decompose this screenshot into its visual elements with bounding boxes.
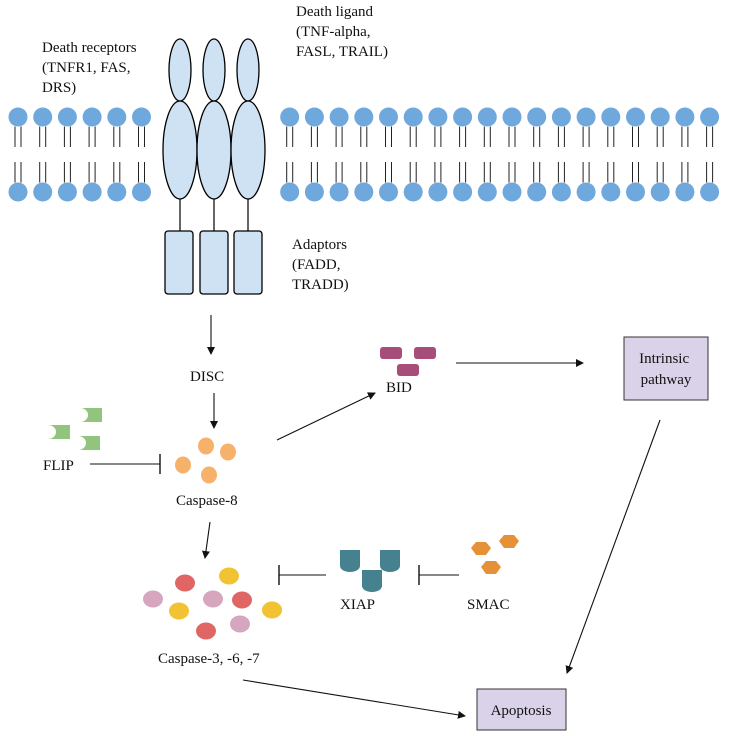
lipid-head [8,182,28,202]
death-receptor-trimer [162,38,266,295]
lipid-head [428,107,448,127]
lipid-head [304,182,324,202]
lipid-head [700,182,720,202]
lipid-head [329,107,349,127]
lipid-head [107,107,127,127]
lipid-head [453,107,473,127]
lipid-head [626,107,645,127]
lipid-head [304,107,324,127]
adaptors-label: Adaptors (FADD, TRADD) [292,237,351,293]
caspase-8-label: Caspase-8 [176,493,238,509]
lipid-head [650,182,670,202]
arrow-intrinsic-to-apoptosis [565,419,661,674]
xiap-protein-icon [340,550,400,592]
lipid-head [527,107,547,127]
lipid-head [82,182,102,202]
bid-label: BID [386,380,412,396]
arrow-caspase8-to-caspase367 [202,521,211,559]
lipid-head [132,182,151,202]
lipid-head [576,107,596,127]
lipid-head [477,107,497,127]
death-receptor-3 [230,38,266,295]
lipid-head [502,107,522,127]
lipid-head [33,107,53,127]
lipid-head [527,182,547,202]
lipid-head [280,107,300,127]
disc-label: DISC [190,369,224,385]
lipid-head [354,182,374,202]
intrinsic-pathway-label: Intrinsic pathway [639,351,693,388]
death-receptor-1 [162,38,198,295]
arrow-caspase8-to-bid [276,392,376,441]
flip-protein-icon [48,408,102,450]
lipid-head [551,107,571,127]
lipid-head [57,182,77,202]
lipid-head [551,182,571,202]
apoptosis-label: Apoptosis [491,703,552,719]
lipid-head [403,182,423,202]
lipid-head [354,107,374,127]
death-ligand-label: Death ligand (TNF-alpha, FASL, TRAIL) [296,4,388,60]
cell-membrane-bilayer [8,107,720,202]
smac-label: SMAC [467,597,510,613]
lipid-head [379,182,398,202]
lipid-head [403,107,423,127]
lipid-head [329,182,349,202]
lipid-head [107,182,127,202]
lipid-head [502,182,522,202]
lipid-head [675,182,695,202]
xiap-label: XIAP [340,597,375,613]
lipid-head [379,107,398,127]
inhibition-smac-to-xiap [418,565,459,585]
lipid-head [675,107,695,127]
caspase-3-6-7-label: Caspase-3, -6, -7 [158,651,260,667]
lipid-head [132,107,151,127]
lipid-head [650,107,670,127]
death-receptors-label: Death receptors (TNFR1, FAS, DRS) [42,40,140,96]
lipid-head [477,182,497,202]
caspase-3-6-7-icon [143,567,282,640]
lipid-head [626,182,645,202]
intrinsic-pathway-box: Intrinsic pathway [623,336,709,401]
apoptosis-box: Apoptosis [476,688,567,731]
smac-protein-icon [471,535,519,574]
lipid-head [33,182,53,202]
lipid-head [82,107,102,127]
lipid-head [601,107,621,127]
lipid-head [700,107,720,127]
lipid-head [280,182,300,202]
lipid-head [428,182,448,202]
lipid-head [453,182,473,202]
flip-label: FLIP [43,458,74,474]
lipid-head [57,107,77,127]
lipid-head [576,182,596,202]
lipid-head [601,182,621,202]
inhibition-xiap-to-caspase367 [278,565,326,585]
arrow-caspase367-to-apoptosis [242,679,466,719]
caspase-8-icon [175,437,236,484]
bid-protein-icon [380,347,436,376]
lipid-head [8,107,28,127]
inhibition-flip-to-caspase8 [90,454,161,474]
death-receptor-2 [196,38,232,295]
